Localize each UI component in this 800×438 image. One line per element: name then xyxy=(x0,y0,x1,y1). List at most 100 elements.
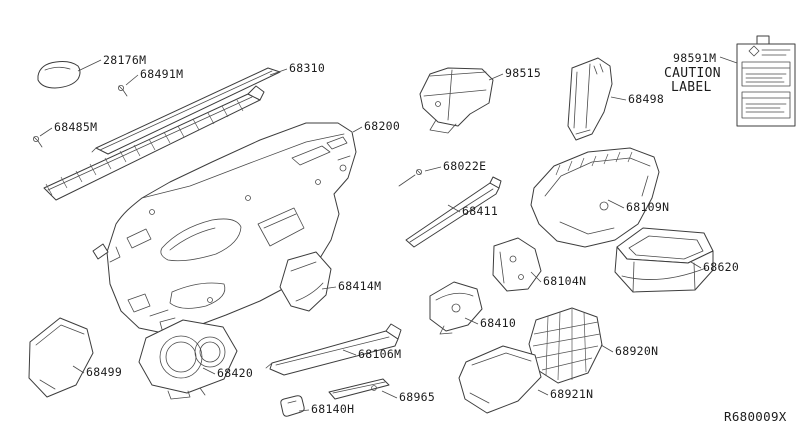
part-68109N-inner-lines xyxy=(559,175,649,235)
part-68140H-shape xyxy=(280,395,305,417)
caution-label-inner-box-1 xyxy=(741,61,791,87)
part-68410-inner-lines xyxy=(435,292,474,335)
part-68106M-end-cap xyxy=(385,323,402,340)
part-68200-screw-hole xyxy=(149,209,155,215)
part-68140H-label: 68140H xyxy=(311,402,354,416)
screw-icon xyxy=(33,135,40,142)
part-68620-group: 68620 xyxy=(614,227,739,293)
part-68920N-label: 68920N xyxy=(615,344,658,358)
part-68200-side-bracket xyxy=(92,243,109,260)
part-68921N-leader xyxy=(537,389,549,396)
part-68109N-leader xyxy=(607,199,625,209)
caution-label-leader xyxy=(719,56,738,64)
part-68200-screw-hole xyxy=(339,164,347,172)
part-68140H-leader xyxy=(298,409,310,412)
part-68920N-leader xyxy=(600,344,614,353)
caution-label-text-1: CAUTION xyxy=(664,66,721,81)
part-68414M-group: 68414M xyxy=(279,251,381,312)
part-68485M-label: 68485M xyxy=(54,120,97,134)
part-68200-cluster-opening xyxy=(160,218,242,262)
part-68200-lower-details xyxy=(109,155,351,334)
part-68411-leader xyxy=(447,204,461,213)
caution-label-tab xyxy=(756,35,770,45)
part-68420-leader xyxy=(202,367,216,375)
part-28176M-leader xyxy=(77,59,102,72)
part-68109N-group: 68109N xyxy=(530,147,669,248)
part-68414M-shape xyxy=(279,251,332,312)
part-68104N-inner-line xyxy=(499,251,505,284)
part-68411-end-cap xyxy=(489,176,502,189)
part-68200-column-opening xyxy=(169,282,226,309)
part-68491M-leader xyxy=(125,74,139,86)
screw-icon xyxy=(118,85,125,92)
part-68310-group: 68310 xyxy=(91,61,325,155)
part-68499-group: 68499 xyxy=(28,317,122,398)
part-68140H-group: 68140H xyxy=(280,395,354,417)
part-68310-leader xyxy=(269,68,288,76)
part-28176M-label: 28176M xyxy=(103,53,146,67)
part-68109N-label: 68109N xyxy=(626,200,669,214)
part-68620-front-face xyxy=(614,246,714,293)
part-68485M-leader xyxy=(39,127,53,137)
part-68140H-slot xyxy=(287,400,297,404)
part-68104N-label: 68104N xyxy=(543,274,586,288)
part-68921N-inner-lines xyxy=(469,352,532,404)
part-68498-group: 68498 xyxy=(567,57,664,141)
part-68410-leader xyxy=(464,317,479,325)
part-68411-inner-line xyxy=(409,188,494,243)
part-68106M-inner-line xyxy=(265,336,390,369)
part-68499-shape xyxy=(28,317,94,398)
cowl-grille-group xyxy=(43,85,265,201)
part-68965-leader xyxy=(381,390,398,399)
part-98515-shape xyxy=(419,67,494,127)
part-68106M-group: 68106M xyxy=(265,323,402,376)
part-68498-leader xyxy=(610,96,627,101)
part-68491M-group: 68491M xyxy=(118,67,183,97)
part-68920N-grid xyxy=(532,309,601,381)
part-68498-label: 68498 xyxy=(628,92,664,106)
part-68420-shape xyxy=(138,319,238,394)
part-68965-label: 68965 xyxy=(399,390,435,404)
caution-label-inner-box-2 xyxy=(741,91,791,119)
part-68410-label: 68410 xyxy=(480,316,516,330)
part-68920N-group: 68920N xyxy=(528,307,658,384)
part-68420-tabs xyxy=(167,387,206,400)
part-68921N-group: 68921N xyxy=(458,345,593,414)
part-98515-label: 98515 xyxy=(505,66,541,80)
part-68310-inner-line xyxy=(91,70,273,153)
part-68410-shape xyxy=(429,281,483,332)
part-68498-inner-lines xyxy=(573,63,604,135)
caution-label-text-2: LABEL xyxy=(671,80,712,95)
part-68485M-group: 68485M xyxy=(33,120,97,148)
diagram-reference-code: R680009X xyxy=(724,409,787,424)
part-68920N-shape xyxy=(528,307,603,384)
part-68620-leader xyxy=(690,261,702,269)
part-68104N-group: 68104N xyxy=(492,237,586,292)
cowl-grille-inner-line xyxy=(47,96,253,191)
part-68420-gauge-inner-left xyxy=(165,341,197,373)
part-68104N-hole xyxy=(518,274,524,280)
part-68414M-inner-lines xyxy=(290,261,324,302)
caution-label-part-number: 98591M xyxy=(673,51,716,65)
part-68106M-leader xyxy=(342,349,357,356)
part-68109N-hole xyxy=(599,201,609,211)
part-98515-hole xyxy=(435,101,441,107)
part-68200-leader xyxy=(352,126,363,133)
part-98515-inner-lines xyxy=(423,69,487,134)
part-68200-label: 68200 xyxy=(364,119,400,133)
part-68498-shape xyxy=(567,57,613,141)
part-68414M-leader xyxy=(321,286,337,290)
part-68620-front-lines xyxy=(621,261,707,293)
part-68109N-hatch xyxy=(555,151,633,176)
part-68411-group: 68411 xyxy=(405,176,502,248)
part-68200-side-vent xyxy=(126,228,152,249)
part-68104N-leader xyxy=(530,271,542,283)
part-68499-label: 68499 xyxy=(86,365,122,379)
part-68022E-label: 68022E xyxy=(443,159,486,173)
part-68420-gauge-inner-right xyxy=(199,341,221,363)
part-68104N-shape xyxy=(492,237,542,292)
part-68200-top-ridge xyxy=(141,133,345,199)
part-68310-shape xyxy=(95,67,281,155)
